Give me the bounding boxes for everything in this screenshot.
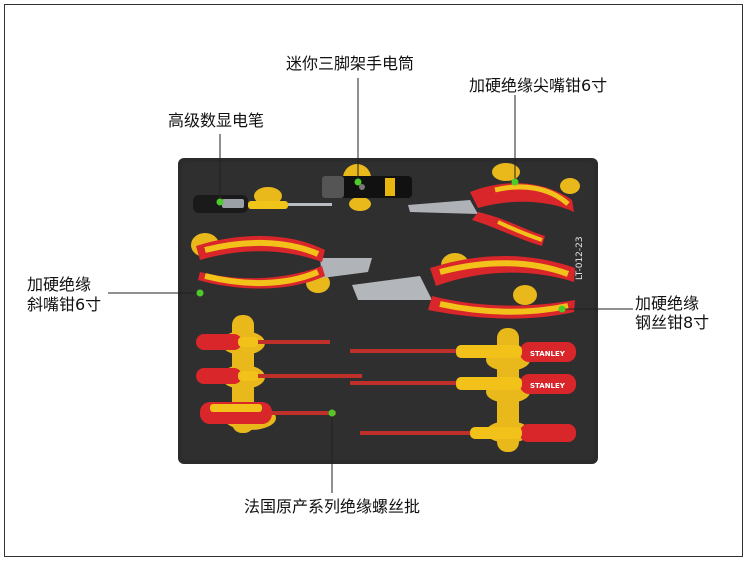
label-diagonal-pliers-line2: 斜嘴钳6寸 [27, 295, 102, 314]
label-needle-nose-pliers: 加硬绝缘尖嘴钳6寸 [469, 76, 608, 95]
lineman-pliers [352, 256, 575, 319]
label-voltage-tester: 高级数显电笔 [168, 111, 265, 130]
screwdrivers-right: STANLEY STANLEY [350, 342, 576, 442]
brand-text-1: STANLEY [530, 350, 566, 358]
callout-markers [196, 178, 566, 417]
label-screwdrivers: 法国原产系列绝缘螺丝批 [244, 497, 421, 516]
tray-code: LT-012-23 [575, 236, 585, 280]
needle-nose-pliers [408, 183, 574, 246]
screwdrivers-left [196, 334, 362, 424]
label-mini-flashlight: 迷你三脚架手电筒 [286, 54, 415, 73]
diagonal-cutting-pliers [196, 235, 372, 289]
label-lineman-pliers-line2: 钢丝钳8寸 [635, 313, 710, 332]
label-diagonal-pliers-line1: 加硬绝缘 [27, 275, 92, 294]
label-lineman-pliers-line1: 加硬绝缘 [635, 294, 700, 313]
callout-lines [108, 78, 633, 493]
mini-flashlight [322, 176, 412, 198]
brand-text-2: STANLEY [530, 382, 566, 390]
